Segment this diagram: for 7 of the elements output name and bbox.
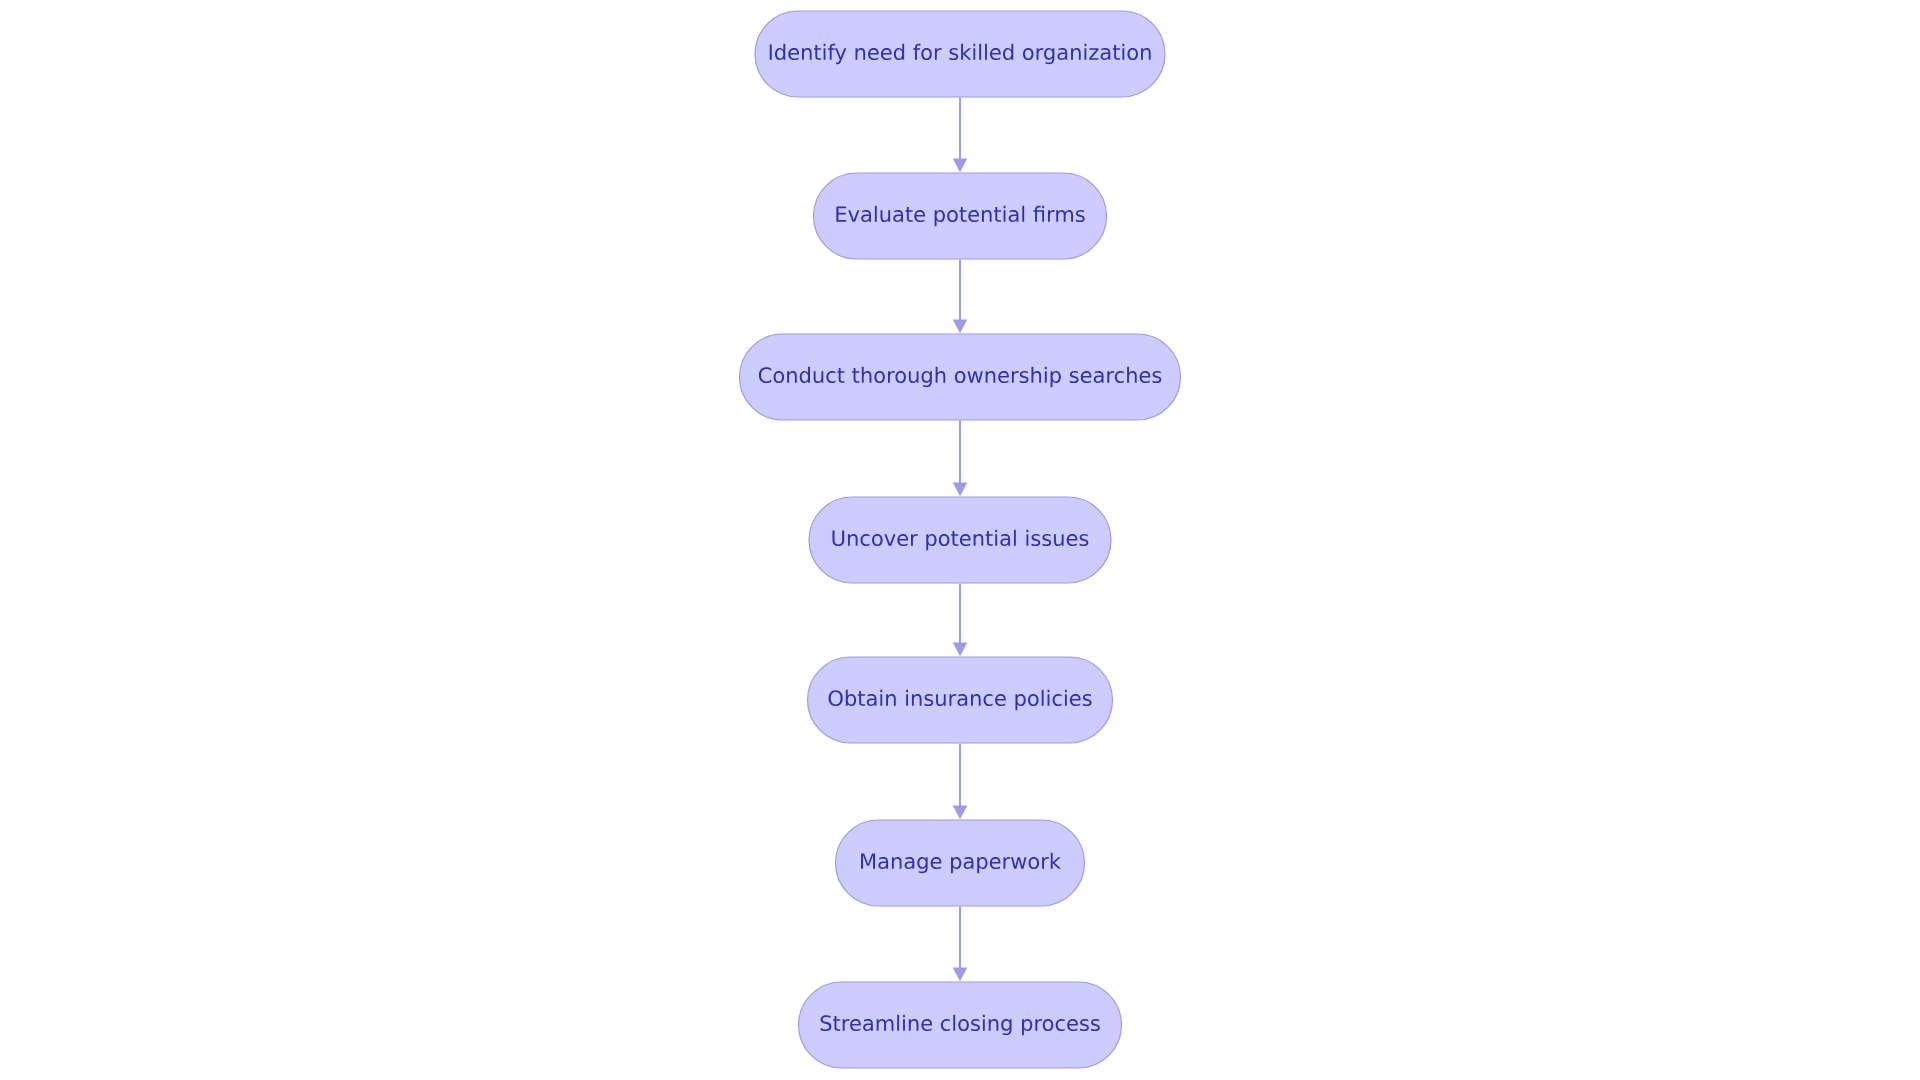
process-box: Identify need for skilled organization — [754, 10, 1166, 98]
process-box: Manage paperwork — [834, 819, 1086, 907]
process-box: Conduct thorough ownership searches — [738, 333, 1182, 421]
process-box: Evaluate potential firms — [812, 172, 1108, 260]
process-box: Uncover potential issues — [808, 496, 1112, 584]
process-box: Obtain insurance policies — [806, 656, 1114, 744]
process-box: Streamline closing process — [797, 981, 1123, 1069]
